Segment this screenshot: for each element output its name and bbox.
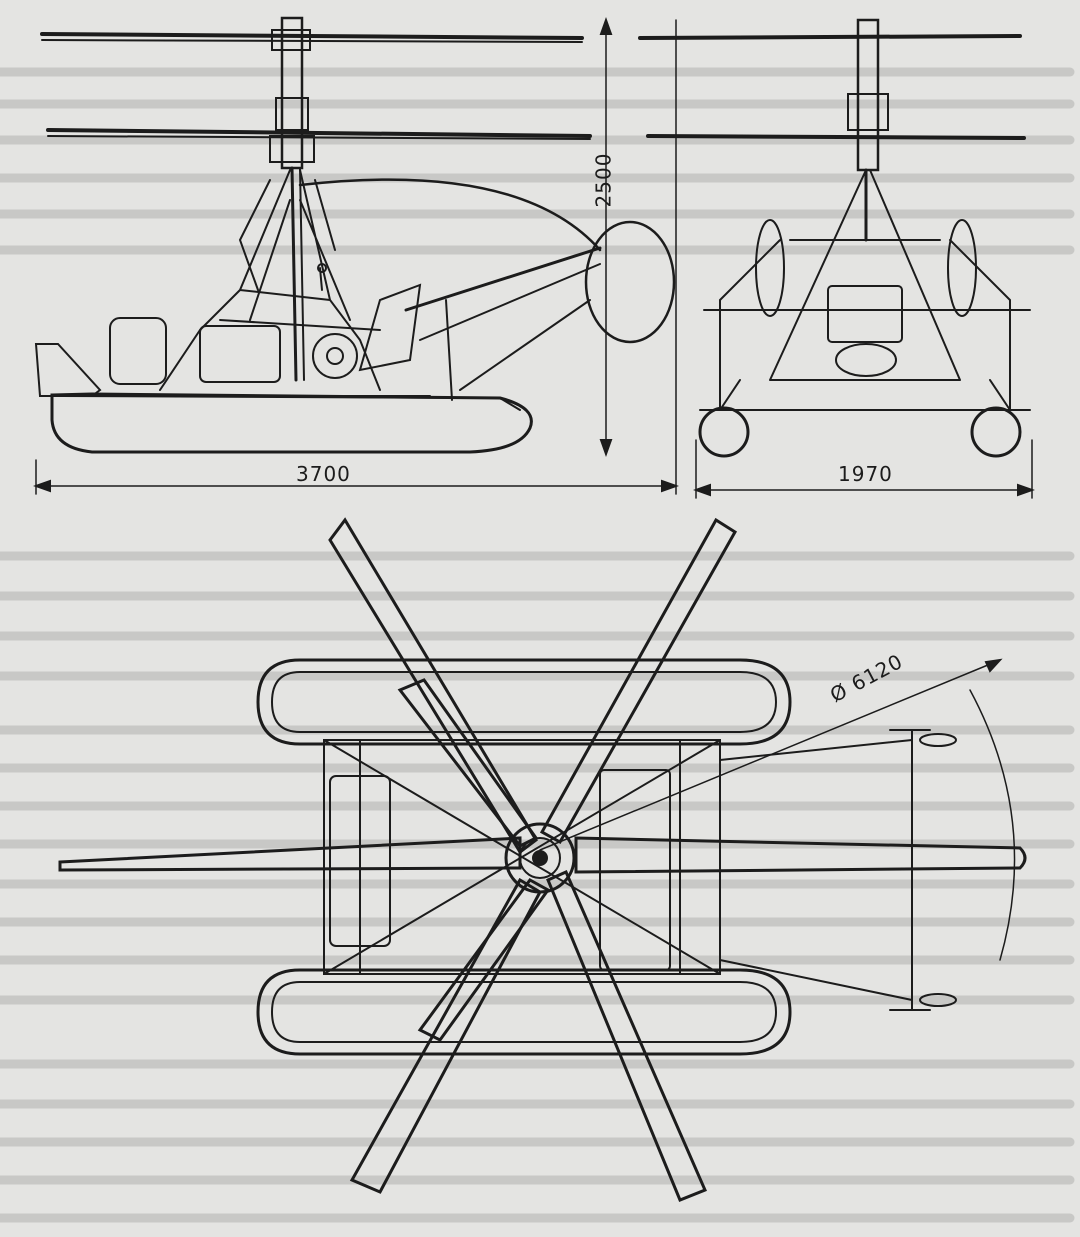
inflatable-hull bbox=[50, 392, 533, 454]
length-dimension-label: 3700 bbox=[296, 462, 351, 486]
bow-shield bbox=[34, 343, 102, 397]
rotor-disk-arc bbox=[969, 689, 1016, 961]
rotor-hub bbox=[504, 822, 576, 894]
blade-lower-right bbox=[546, 870, 707, 1202]
lower-pontoon bbox=[256, 968, 792, 1056]
blade-upper-left bbox=[328, 517, 538, 855]
fuel-tank-top bbox=[329, 775, 391, 947]
blade-lower-left bbox=[349, 877, 542, 1194]
left-hull-section bbox=[698, 406, 750, 458]
right-hull-section bbox=[970, 406, 1022, 458]
blade-right bbox=[574, 836, 1027, 874]
background-text-lines bbox=[0, 67, 1075, 1223]
seat bbox=[358, 283, 422, 372]
fan bbox=[312, 333, 358, 379]
upper-pontoon bbox=[256, 658, 792, 746]
fuel-tank bbox=[109, 317, 167, 385]
blade-upper-right bbox=[539, 517, 738, 845]
width-dimension-label: 1970 bbox=[838, 462, 893, 486]
engine bbox=[199, 325, 281, 383]
side-view bbox=[33, 16, 679, 495]
height-dimension-label: 2500 bbox=[591, 152, 616, 208]
tail-boom bbox=[404, 246, 602, 312]
blade-second-left bbox=[397, 678, 539, 848]
tail-rudder bbox=[584, 220, 676, 344]
upper-rotor-blade bbox=[40, 32, 584, 40]
front-view bbox=[638, 18, 1035, 499]
lower-rotor-blade bbox=[46, 128, 592, 138]
front-engine bbox=[827, 285, 903, 343]
blade-left bbox=[58, 836, 522, 872]
top-frame bbox=[323, 739, 721, 975]
top-view bbox=[58, 517, 1027, 1202]
guy-cable bbox=[298, 178, 602, 252]
